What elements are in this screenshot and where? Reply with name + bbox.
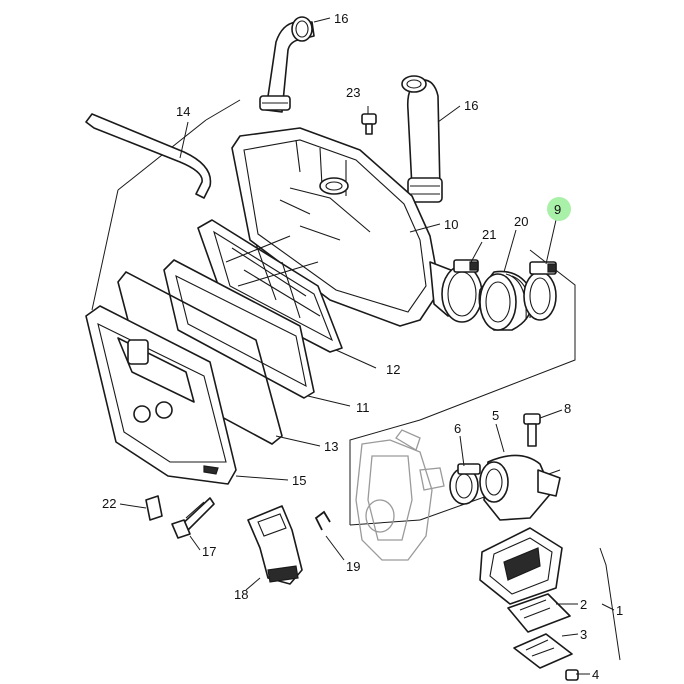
callout-17: 17 xyxy=(202,544,216,559)
part-9-clamp xyxy=(523,261,557,321)
part-3-reed-stopper xyxy=(513,633,573,669)
part-15-case-cap xyxy=(85,305,237,485)
callout-19: 19 xyxy=(346,559,360,574)
callout-13: 13 xyxy=(324,439,338,454)
callout-10: 10 xyxy=(444,217,458,232)
part-23-screw xyxy=(361,113,377,135)
callout-20: 20 xyxy=(514,214,528,229)
leader-lines xyxy=(119,17,615,675)
part-14-drain-pipe xyxy=(85,113,212,199)
part-16-breather-hose-upper xyxy=(259,16,315,113)
callout-12: 12 xyxy=(386,362,400,377)
callout-16-lower: 16 xyxy=(464,98,478,113)
part-19-wire-clip xyxy=(314,510,331,531)
callout-14: 14 xyxy=(176,104,190,119)
callout-6: 6 xyxy=(454,421,461,436)
carburetor-reference-ghost xyxy=(355,429,445,561)
callout-3: 3 xyxy=(580,627,587,642)
part-1-reed-valve-assembly xyxy=(479,527,563,605)
part-4-screw xyxy=(565,669,579,681)
callout-22: 22 xyxy=(102,496,116,511)
callout-labels: 16 16 23 14 10 21 20 9 12 11 13 15 22 17… xyxy=(102,11,623,682)
callout-1: 1 xyxy=(616,603,623,618)
part-20-joint xyxy=(478,270,534,331)
callout-9: 9 xyxy=(554,202,561,217)
part-18-intake-duct xyxy=(247,505,303,585)
callout-5: 5 xyxy=(492,408,499,423)
part-5-manifold xyxy=(479,454,561,521)
callout-18: 18 xyxy=(234,587,248,602)
part-22-clip xyxy=(145,495,163,521)
part-6-clamp xyxy=(449,463,481,505)
part-8-bolt xyxy=(523,413,541,447)
callout-2: 2 xyxy=(580,597,587,612)
part-2-reed-plate xyxy=(507,593,571,633)
callout-11: 11 xyxy=(356,400,370,415)
callout-8: 8 xyxy=(564,401,571,416)
callout-15: 15 xyxy=(292,473,306,488)
callout-16-upper: 16 xyxy=(334,11,348,26)
callout-21: 21 xyxy=(482,227,496,242)
callout-9-highlight xyxy=(547,197,571,221)
part-16-breather-hose-lower xyxy=(401,75,443,203)
part-11-element-frame xyxy=(163,259,315,399)
callout-23: 23 xyxy=(346,85,360,100)
callout-4: 4 xyxy=(592,667,599,682)
part-17-bolt xyxy=(171,497,215,539)
